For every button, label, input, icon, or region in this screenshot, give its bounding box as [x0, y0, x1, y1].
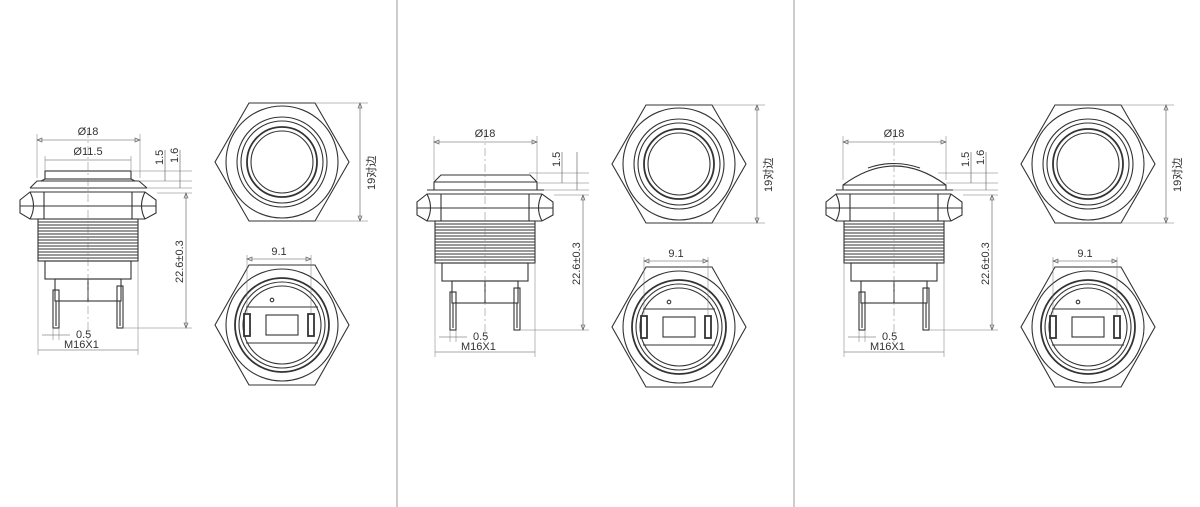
panel-dome: Ø18 1.5 1.6 22.6±0.3	[825, 104, 1184, 388]
dim-across-flats: 19对边	[315, 102, 378, 222]
button-face	[643, 128, 715, 200]
bottom-view: 9.1	[1020, 248, 1156, 388]
label-thread: M16X1	[461, 341, 496, 353]
label-pin-spacing: 9.1	[271, 246, 286, 258]
top-view: 19对边	[611, 104, 775, 224]
terminal-left	[243, 313, 251, 337]
label-total-height: 22.6±0.3	[980, 242, 992, 285]
button-face	[246, 126, 318, 198]
terminal-right	[1113, 315, 1121, 339]
dim-outer-diameter: Ø18	[36, 126, 141, 178]
dim-cap-heights: 1.5	[529, 152, 589, 191]
label-outer-diameter: Ø18	[78, 126, 99, 138]
terminal-left	[640, 315, 648, 339]
label-pin-thickness: 0.5	[882, 331, 897, 343]
dim-total-height: 22.6±0.3	[124, 192, 192, 329]
label-pin-thickness: 0.5	[473, 331, 488, 343]
label-height-2: 1.6	[975, 150, 987, 165]
dim-pin-thickness: 0.5	[848, 330, 897, 343]
dim-pin-spacing: 9.1	[246, 246, 312, 314]
terminal-pin-left	[449, 291, 457, 331]
label-pin-spacing: 9.1	[1077, 248, 1092, 260]
dim-thread: M16X1	[37, 261, 139, 355]
dim-pin-thickness: 0.5	[439, 330, 488, 343]
dim-across-flats: 19对边	[712, 104, 775, 224]
label-height-1: 1.5	[960, 152, 972, 167]
panel-raised: Ø18 1.5 22.6±0.3	[416, 104, 775, 388]
dim-cap-heights: 1.5 1.6	[938, 150, 998, 191]
bottom-view: 9.1	[214, 246, 350, 386]
dim-pin-spacing: 9.1	[1052, 248, 1118, 316]
label-total-height: 22.6±0.3	[174, 240, 186, 283]
label-height-1: 1.5	[154, 150, 166, 165]
dim-total-height: 22.6±0.3	[521, 194, 589, 331]
label-height-2: 1.6	[169, 148, 181, 163]
label-across-flats: 19对边	[364, 156, 378, 190]
hex-outline-bottom	[611, 266, 747, 388]
side-view: Ø18 Ø11.5 1.5 1.6	[19, 126, 192, 355]
terminal-pin-left	[858, 291, 866, 331]
side-view: Ø18 1.5 22.6±0.3	[416, 128, 589, 357]
bottom-view: 9.1	[611, 248, 747, 388]
cap-dome	[836, 162, 953, 191]
dim-cap-heights: 1.5 1.6	[132, 148, 192, 189]
top-view: 19对边	[214, 102, 378, 222]
hex-outline-bottom	[214, 264, 350, 386]
dim-thread: M16X1	[434, 263, 536, 357]
label-height-1: 1.5	[551, 152, 563, 167]
terminal-pin-right	[116, 285, 124, 329]
cap-raised	[427, 174, 544, 191]
hex-nut	[416, 193, 554, 222]
label-outer-diameter: Ø18	[884, 128, 905, 140]
dim-pin-thickness: 0.5	[42, 328, 91, 341]
hex-outline-bottom	[1020, 266, 1156, 388]
terminal-pin-left	[52, 289, 60, 329]
terminal-right	[704, 315, 712, 339]
top-view: 19对边	[1020, 104, 1184, 224]
terminal-left	[1049, 315, 1057, 339]
label-total-height: 22.6±0.3	[571, 242, 583, 285]
label-pin-thickness: 0.5	[76, 329, 91, 341]
label-pin-spacing: 9.1	[668, 248, 683, 260]
label-inner-diameter: Ø11.5	[73, 146, 102, 158]
dim-across-flats: 19对边	[1121, 104, 1184, 224]
label-outer-diameter: Ø18	[475, 128, 496, 140]
terminal-pin-right	[922, 287, 930, 331]
panel-flat: Ø18 Ø11.5 1.5 1.6	[19, 102, 378, 386]
terminal-right	[307, 313, 315, 337]
button-face	[1052, 128, 1124, 200]
dim-outer-diameter: Ø18	[433, 128, 538, 180]
label-thread: M16X1	[64, 339, 99, 351]
label-thread: M16X1	[870, 341, 905, 353]
label-across-flats: 19对边	[1170, 158, 1184, 192]
dim-inner-diameter: Ø11.5	[44, 146, 132, 171]
dim-outer-diameter: Ø18	[842, 128, 947, 180]
hex-nut	[19, 191, 157, 220]
terminal-pin-right	[513, 287, 521, 331]
label-across-flats: 19对边	[761, 158, 775, 192]
side-view: Ø18 1.5 1.6 22.6±0.3	[825, 128, 998, 357]
dim-pin-spacing: 9.1	[643, 248, 709, 316]
dim-total-height: 22.6±0.3	[930, 194, 998, 331]
cap-flat	[29, 170, 148, 189]
dim-thread: M16X1	[843, 263, 945, 357]
